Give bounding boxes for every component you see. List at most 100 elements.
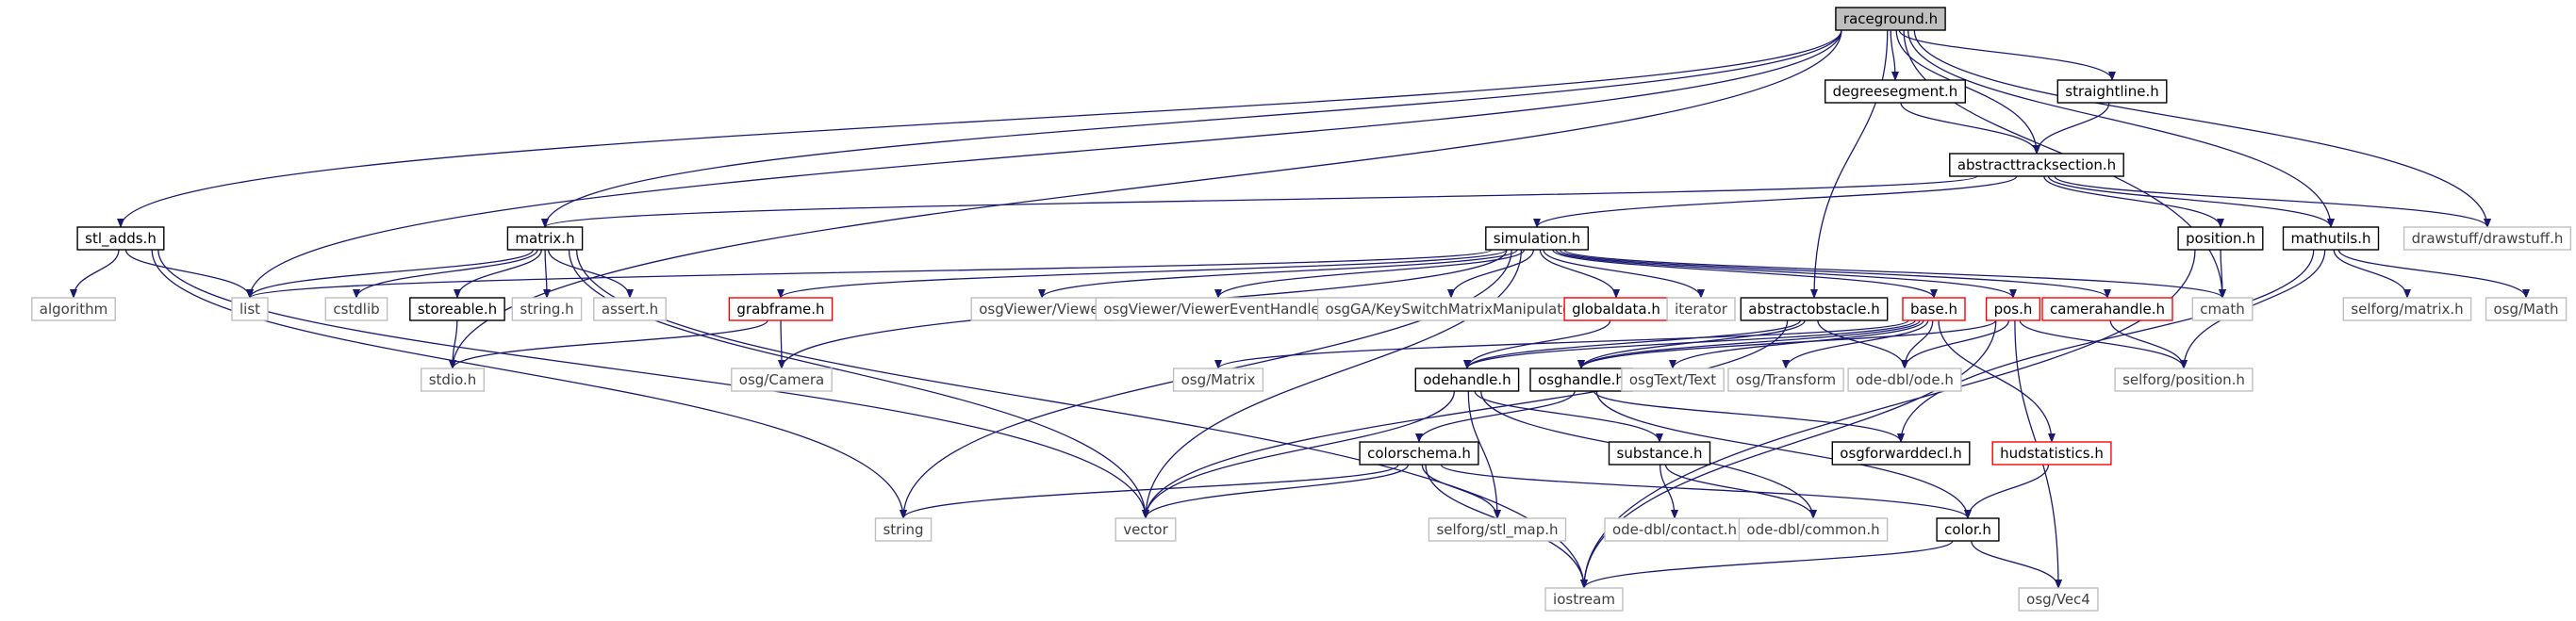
node-label: string.h [520,301,573,318]
edge-abstracttracksection-to-simulation [1533,175,2018,228]
edge-raceground-to-abstracttracksection [1895,29,2040,155]
node-box [1985,297,2041,321]
node-globaldata[interactable]: globaldata.h [1563,297,1669,321]
node-label: position.h [2186,230,2255,247]
node-label: hudstatistics.h [2000,445,2104,462]
node-label: osg/Transform [1736,371,1836,388]
node-box [728,297,834,321]
node-label: osgText/Text [1629,371,1716,388]
node-label: assert.h [602,301,658,318]
node-straightline[interactable]: straightline.h [2056,79,2168,104]
node-box [593,297,667,321]
node-hudstatistics[interactable]: hudstatistics.h [1991,441,2112,466]
node-box [1936,517,2000,542]
node-matrix[interactable]: matrix.h [506,226,584,251]
node-stdio: stdio.h [421,368,486,392]
node-osghandle[interactable]: osghandle.h [1529,368,1633,392]
edge-stl_adds-to-vector [157,249,1149,519]
node-substance[interactable]: substance.h [1608,441,1711,466]
node-label: vector [1123,521,1168,538]
node-box [2403,226,2572,251]
node-box [1621,368,1725,392]
node-abstracttracksection[interactable]: abstracttracksection.h [1949,153,2124,177]
edge-abstracttracksection-to-position [2043,175,2224,228]
node-label: string [883,521,923,538]
node-osgGAKey: osgGA/KeySwitchMatrixManipulator [1316,297,1586,321]
node-box [1359,441,1479,466]
edge-colorschema-to-stl_map [1421,464,1501,519]
node-selforg_matrix: selforg/matrix.h [2342,297,2472,321]
node-camerahandle[interactable]: camerahandle.h [2041,297,2173,321]
node-label: osgViewer/Viewer [979,301,1105,318]
node-base[interactable]: base.h [1902,297,1966,321]
node-label: substance.h [1617,445,1703,462]
edge-mathutils-to-osgforwarddecl [1897,249,2315,443]
node-box [1949,153,2124,177]
node-label: cmath [2200,301,2244,318]
node-odehandle[interactable]: odehandle.h [1414,368,1520,392]
edge-raceground-to-matrix [541,29,1842,228]
edge-matrix-to-vector [568,249,1149,519]
node-abstractobstacle[interactable]: abstractobstacle.h [1740,297,1889,321]
edge-substance-to-contact [1659,464,1678,519]
node-color[interactable]: color.h [1936,517,2000,542]
node-grabframe[interactable]: grabframe.h [728,297,834,321]
edge-pos-to-odeDbl [1901,319,2010,369]
node-storeable[interactable]: storeable.h [409,297,505,321]
node-osgforwarddecl[interactable]: osgforwarddecl.h [1831,441,1971,466]
node-contact: ode-dbl/contact.h [1604,517,1745,542]
node-simulation[interactable]: simulation.h [1485,226,1590,251]
edge-raceground-to-drawstuff [1913,29,2491,228]
edge-mathutils-to-selforg_position [2180,249,2326,369]
node-box [2114,368,2254,392]
node-label: drawstuff/drawstuff.h [2412,230,2564,247]
node-osgViewerHandlers: osgViewer/ViewerEventHandlers [1095,297,1342,321]
node-box [1544,587,1624,612]
edge-simulation-to-list [246,249,1493,299]
node-label: osgforwarddecl.h [1840,445,1961,462]
node-cmath: cmath [2191,297,2254,321]
node-box [1991,441,2112,466]
edge-simulation-to-base [1552,249,1938,299]
node-label: osgGA/KeySwitchMatrixManipulator [1326,301,1578,318]
node-iostream: iostream [1544,587,1624,612]
node-box [421,368,486,392]
node-box [1563,297,1669,321]
node-position[interactable]: position.h [2177,226,2264,251]
edge-raceground-to-mathutils [1907,29,2335,228]
node-mathutils[interactable]: mathutils.h [2282,226,2380,251]
edge-mathutils-to-osgMath [2337,249,2530,299]
edge-base-to-osgText [1669,319,1924,369]
edge-raceground-to-degreesegment [1890,29,1899,81]
node-label: abstractobstacle.h [1748,301,1879,318]
node-box [506,226,584,251]
node-raceground[interactable]: raceground.h [1835,7,1946,31]
node-assert_h: assert.h [593,297,667,321]
node-label: ode-dbl/ode.h [1856,371,1954,388]
edge-simulation-to-osgViewerHandlers [1214,249,1526,299]
edge-straightline-to-abstracttracksection [2033,102,2110,155]
node-cstdlib: cstdlib [324,297,388,321]
node-pos[interactable]: pos.h [1985,297,2041,321]
node-box [1115,517,1177,542]
edge-mathutils-to-selforg_matrix [2333,249,2411,299]
edge-odehandle-to-stl_map [1467,390,1501,519]
node-label: grabframe.h [736,301,824,318]
node-box [1529,368,1633,392]
node-osgMatrix: osg/Matrix [1172,368,1264,392]
edge-colorschema-to-string [900,464,1399,519]
edge-simulation-to-osgGAKey [1447,249,1535,299]
node-box [1428,517,1567,542]
node-label: camerahandle.h [2050,301,2165,318]
node-list: list [231,297,269,321]
node-drawstuff: drawstuff/drawstuff.h [2403,226,2572,251]
node-label: algorithm [40,301,107,318]
node-stl_adds[interactable]: stl_adds.h [76,226,165,251]
edge-osghandle-to-color [1595,390,1972,519]
node-label: cstdlib [333,301,379,318]
node-colorschema[interactable]: colorschema.h [1359,441,1479,466]
node-label: osg/Camera [739,371,824,388]
edge-raceground-to-list [246,29,1842,299]
node-label: selforg/position.h [2122,371,2245,388]
node-degreesegment[interactable]: degreesegment.h [1824,79,1966,104]
